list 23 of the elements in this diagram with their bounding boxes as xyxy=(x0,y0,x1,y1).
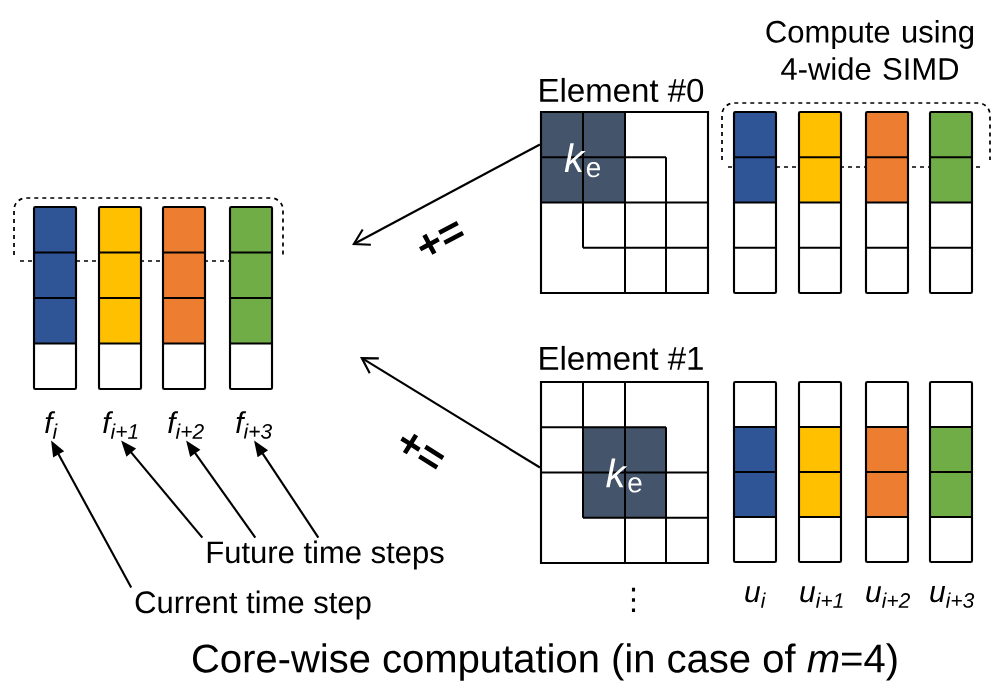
annotation-text: Future time steps xyxy=(207,540,444,570)
edge-label: += xyxy=(400,433,445,470)
annotation-text: Current time step xyxy=(135,590,371,620)
vector-column xyxy=(928,110,974,295)
matrix-heading: Element #0 xyxy=(540,77,704,103)
arrow xyxy=(360,357,541,469)
matrix-heading: Element #1 xyxy=(540,345,703,371)
vector-column xyxy=(797,110,843,295)
caption: Core-wise computation (in case of m=4) xyxy=(193,643,897,681)
ellipsis-mark: ⋮ xyxy=(631,587,636,613)
vector-label: f$_{i+1}$ xyxy=(103,411,138,439)
vector-label: u$_{i+3}$ xyxy=(930,586,975,608)
vector-column xyxy=(864,110,910,295)
vector-label: u$_{i+2}$ xyxy=(866,586,910,608)
vector-label: f$_{i+3}$ xyxy=(236,411,272,439)
vector-label: u$_{i+1}$ xyxy=(800,586,843,608)
vector-label: f$_{i}$ xyxy=(45,411,58,439)
edge-label: += xyxy=(419,220,465,255)
vector-label: u$_{i}$ xyxy=(745,586,766,608)
arrow xyxy=(352,143,541,246)
vector-column xyxy=(732,110,778,295)
note-text: Compute using 4-wide SIMD xyxy=(766,20,974,80)
vector-label: f$_{i+2}$ xyxy=(168,411,204,439)
